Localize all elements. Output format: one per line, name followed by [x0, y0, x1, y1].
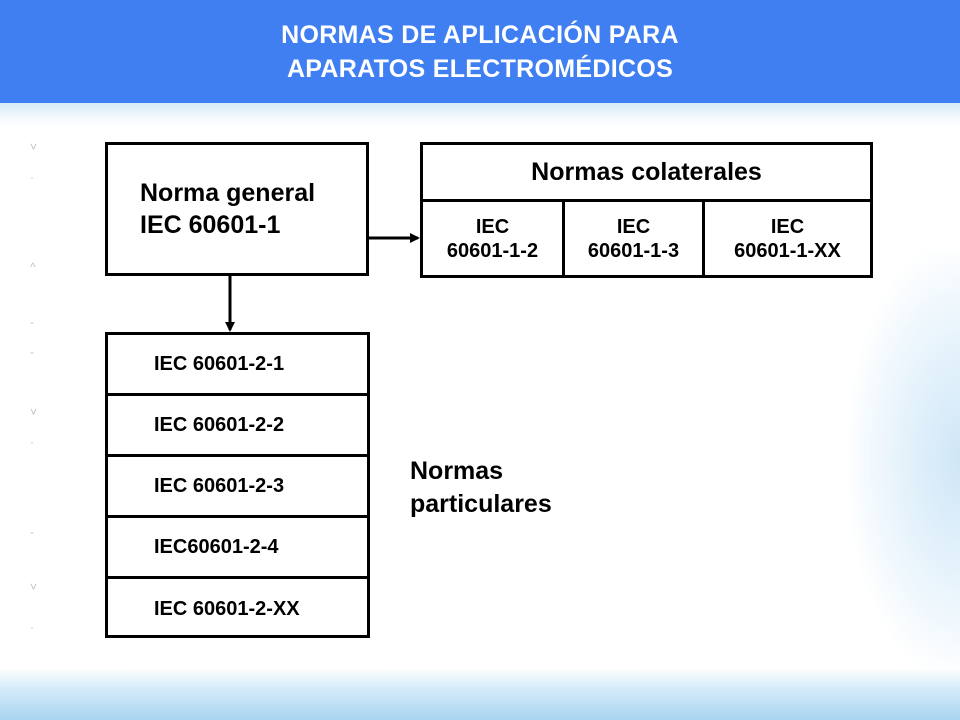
particular-standard-row: IEC60601-2-4 — [108, 518, 367, 579]
particular-standard-row: IEC 60601-2-2 — [108, 396, 367, 457]
particular-label-line-2: particulares — [410, 490, 552, 518]
background-top-gradient — [0, 103, 960, 127]
background-right-glow — [850, 250, 960, 670]
background-bottom-gradient — [0, 668, 960, 720]
collateral-cell-3-code: 60601-1-XX — [734, 239, 841, 262]
collateral-cell-1-code: 60601-1-2 — [446, 239, 539, 262]
particular-standards-label: Normas particulares — [410, 455, 552, 521]
collateral-cell-3: IEC 60601-1-XX — [705, 202, 870, 275]
collateral-cell-1: IEC 60601-1-2 — [423, 202, 565, 275]
particular-label-line-1: Normas — [410, 457, 504, 485]
particular-standard-row: IEC 60601-2-1 — [108, 335, 367, 396]
collateral-cell-2-code: 60601-1-3 — [587, 239, 680, 262]
particular-standards-box: IEC 60601-2-1 IEC 60601-2-2 IEC 60601-2-… — [105, 332, 370, 638]
header-title-line-2: APARATOS ELECTROMÉDICOS — [286, 54, 674, 83]
particular-standard-row: IEC 60601-2-XX — [154, 598, 300, 620]
decorative-side-marks: ˅·^ --˅ ·-˅ · — [30, 140, 38, 634]
header-title-line-1: NORMAS DE APLICACIÓN PARA — [281, 20, 679, 49]
collateral-standards-title: Normas colaterales — [423, 145, 870, 202]
collateral-cell-2-prefix: IEC — [616, 215, 651, 238]
general-standard-label: Norma general — [140, 179, 316, 207]
collateral-standards-box: Normas colaterales IEC 60601-1-2 IEC 606… — [420, 142, 873, 278]
general-standard-box: Norma general IEC 60601-1 — [105, 142, 369, 276]
collateral-cell-1-prefix: IEC — [475, 215, 510, 238]
collateral-cell-2: IEC 60601-1-3 — [565, 202, 705, 275]
collateral-cell-3-prefix: IEC — [770, 215, 805, 238]
slide-header: NORMAS DE APLICACIÓN PARA APARATOS ELECT… — [0, 0, 960, 103]
general-standard-code: IEC 60601-1 — [140, 211, 281, 239]
particular-standard-row: IEC 60601-2-3 — [108, 457, 367, 518]
